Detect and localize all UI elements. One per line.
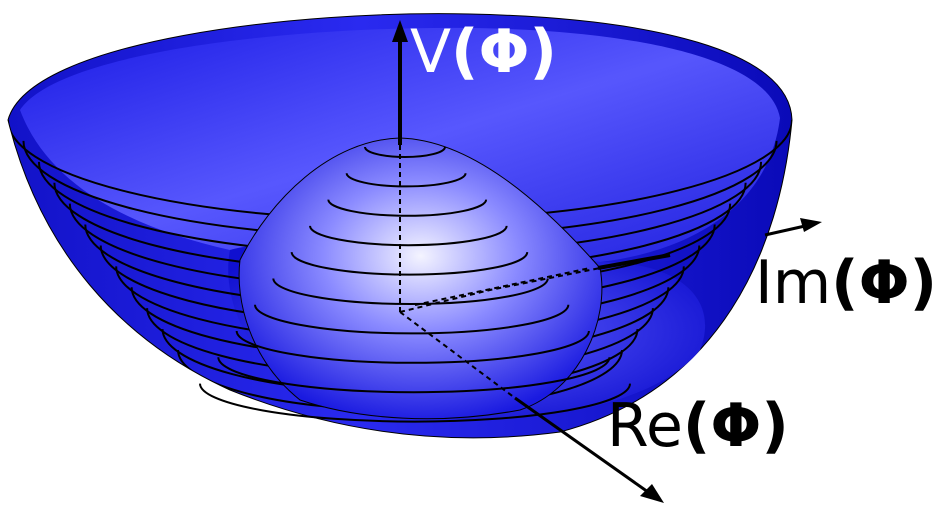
- v-axis-label-name: V: [410, 17, 452, 87]
- im-axis-dashed-upper: [414, 267, 591, 306]
- re-axis-label-open: (: [682, 391, 711, 461]
- re-axis-label-symbol: Φ: [710, 391, 762, 461]
- hump-surface: [238, 137, 603, 420]
- re-axis-arrowhead: [640, 484, 664, 503]
- v-axis-arrowhead: [392, 20, 408, 42]
- hump-contour-ring: [327, 199, 488, 217]
- im-axis-label-close: ): [910, 248, 932, 318]
- im-axis-label-symbol: Φ: [858, 248, 910, 318]
- im-axis-arrowhead: [800, 218, 822, 232]
- v-axis-label: V(Φ): [410, 22, 557, 82]
- re-axis-label: Re(Φ): [607, 396, 789, 456]
- central-hump: [238, 137, 603, 420]
- re-axis-label-close: ): [761, 391, 789, 461]
- im-axis-label-open: (: [831, 248, 859, 318]
- hump-contour-ring: [235, 330, 590, 364]
- re-axis-dashed: [399, 311, 516, 399]
- hump-contour-ring: [364, 146, 446, 158]
- im-axis-line-outer: [764, 224, 806, 237]
- hump-contour-ring: [345, 173, 467, 188]
- hump-contour-ring: [309, 225, 508, 247]
- hump-contour-ring: [272, 278, 549, 305]
- v-axis-label-symbol: Φ: [478, 17, 530, 87]
- re-axis-label-name: Re: [607, 391, 683, 461]
- axes: [392, 20, 822, 503]
- re-axis-line: [514, 396, 649, 494]
- hump-contour-ring: [290, 252, 529, 276]
- im-axis-label-name: Im: [755, 248, 832, 318]
- hump-contour-ring: [199, 383, 631, 423]
- im-axis-line: [597, 253, 671, 270]
- hump-contour-ring: [217, 357, 611, 394]
- v-axis-label-open: (: [451, 17, 479, 87]
- v-axis-label-close: ): [529, 17, 557, 87]
- hump-contour-ring: [254, 304, 570, 335]
- hump-contour-rings: [199, 146, 631, 423]
- im-axis-label: Im(Φ): [755, 253, 932, 313]
